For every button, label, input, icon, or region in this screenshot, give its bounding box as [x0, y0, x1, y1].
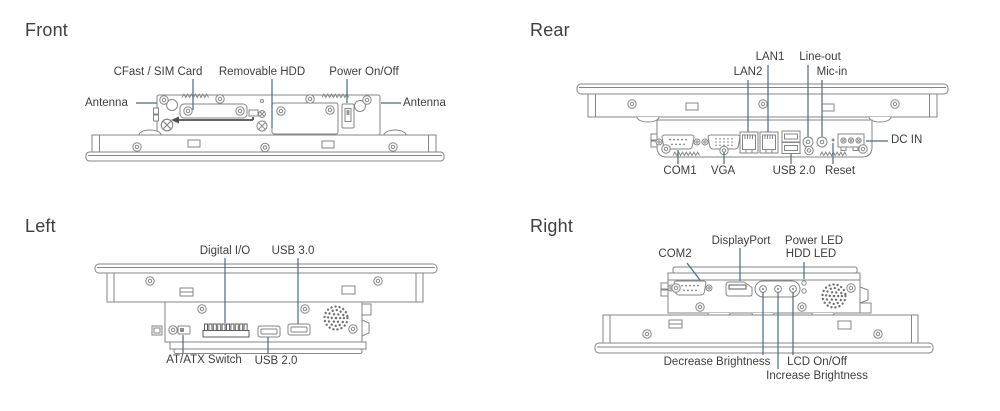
label-antenna-left: Antenna	[85, 97, 128, 109]
label-lcd-on-off: LCD On/Off	[787, 356, 847, 368]
usb20-port	[257, 325, 281, 338]
displayport-connector	[725, 281, 753, 297]
right-view-drawing	[594, 248, 934, 369]
label-line-out: Line-out	[799, 51, 841, 63]
rear-leader-lines	[677, 65, 888, 164]
label-removable-hdd: Removable HDD	[218, 66, 306, 78]
label-dc-in: DC IN	[891, 134, 923, 146]
usb30-port	[287, 323, 311, 336]
line-out-jack	[802, 136, 814, 148]
view-title-rear: Rear	[530, 20, 570, 40]
right-io-section	[660, 279, 872, 314]
usb20-ports	[781, 130, 801, 154]
label-decrease-brightness: Decrease Brightness	[663, 356, 771, 368]
label-com1: COM1	[663, 165, 697, 177]
hdd-module	[271, 102, 339, 135]
label-digital-io: Digital I/O	[199, 245, 251, 257]
right-panel	[594, 314, 934, 354]
front-io-section	[153, 93, 381, 136]
label-power-led: Power LED	[784, 235, 844, 247]
label-at-atx-switch: AT/ATX Switch	[166, 354, 242, 366]
label-increase-brightness: Increase Brightness	[766, 370, 868, 382]
power-hdd-leds	[801, 280, 807, 294]
label-lan1: LAN1	[755, 51, 785, 63]
brightness-buttons	[754, 280, 801, 298]
cfast-sim-module	[179, 103, 248, 119]
view-title-right: Right	[530, 216, 574, 236]
left-panel	[94, 263, 438, 303]
left-io-section	[151, 301, 372, 343]
label-lan2: LAN2	[733, 66, 763, 78]
left-leader-lines	[182, 258, 299, 354]
label-cfast-sim-card: CFast / SIM Card	[113, 66, 203, 78]
label-com2: COM2	[658, 248, 692, 260]
label-left-usb20: USB 2.0	[254, 355, 298, 367]
front-panel	[85, 134, 445, 162]
at-atx-switch	[177, 325, 191, 335]
hdd-release-arrow	[171, 109, 259, 124]
reset-hole	[831, 138, 835, 142]
front-screws	[159, 94, 372, 132]
mic-in-jack	[816, 136, 828, 148]
label-mic-in: Mic-in	[816, 66, 848, 78]
left-view-drawing	[94, 258, 438, 354]
label-displayport: DisplayPort	[711, 235, 771, 247]
label-rear-usb20: USB 2.0	[772, 165, 816, 177]
label-usb30: USB 3.0	[271, 245, 315, 257]
label-vga: VGA	[710, 165, 736, 177]
rear-view-drawing	[576, 65, 949, 164]
label-antenna-right: Antenna	[403, 97, 446, 109]
front-view-drawing	[85, 79, 445, 162]
rear-io-section	[650, 119, 873, 158]
front-leader-lines	[136, 79, 401, 128]
lan2-port	[739, 131, 759, 154]
digital-io-connector	[202, 323, 250, 338]
view-title-front: Front	[25, 20, 69, 40]
label-power-on-off: Power On/Off	[329, 66, 399, 78]
right-top-tray	[667, 266, 861, 281]
label-reset: Reset	[824, 165, 856, 177]
label-hdd-led: HDD LED	[785, 248, 837, 260]
view-title-left: Left	[25, 216, 56, 236]
lan1-port	[759, 131, 779, 154]
right-leader-lines	[686, 248, 805, 369]
antenna-hole-left	[166, 99, 178, 111]
rear-panel	[576, 83, 949, 118]
power-switch	[341, 103, 355, 129]
